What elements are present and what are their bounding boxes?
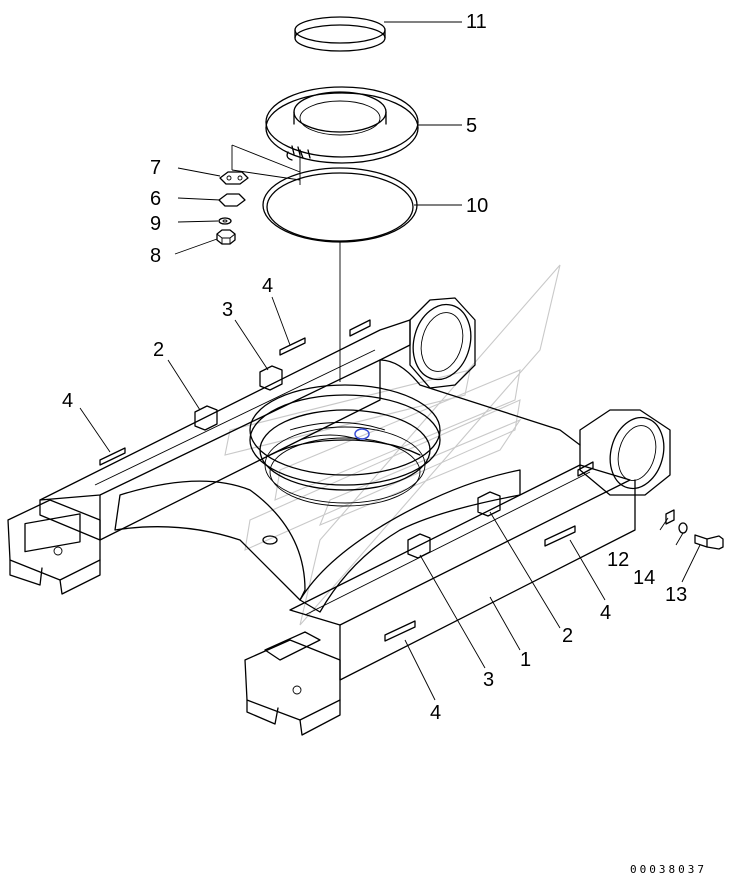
callout-4-bottom: 4 bbox=[430, 702, 441, 724]
callout-labels: 11 5 10 7 6 9 8 4 3 2 4 12 14 13 2 4 1 3… bbox=[62, 11, 687, 724]
leader-lines bbox=[79, 21, 701, 701]
callout-13: 13 bbox=[665, 584, 687, 606]
callout-12: 12 bbox=[607, 549, 629, 571]
washer-14 bbox=[678, 522, 688, 534]
callout-7: 7 bbox=[150, 157, 161, 179]
callout-10: 10 bbox=[466, 195, 488, 217]
callout-9: 9 bbox=[150, 213, 161, 235]
callout-4-left: 4 bbox=[62, 390, 73, 412]
callout-3-lower: 3 bbox=[483, 669, 494, 691]
callout-6: 6 bbox=[150, 188, 161, 210]
washer-9 bbox=[218, 217, 232, 225]
callout-8: 8 bbox=[150, 245, 161, 267]
o-ring-10 bbox=[262, 167, 418, 243]
callout-4-upper: 4 bbox=[262, 275, 273, 297]
shim-6 bbox=[218, 193, 246, 207]
cover-ring-5 bbox=[265, 86, 419, 164]
hardware-guide-lines bbox=[231, 144, 301, 185]
callout-2-lower: 2 bbox=[562, 625, 573, 647]
callout-11: 11 bbox=[466, 11, 487, 33]
callout-4-right: 4 bbox=[600, 602, 611, 624]
callout-2-upper: 2 bbox=[153, 339, 164, 361]
callout-5: 5 bbox=[466, 115, 477, 137]
plate-7 bbox=[219, 171, 249, 185]
callout-1: 1 bbox=[520, 649, 531, 671]
plate-12 bbox=[665, 509, 675, 525]
callout-3-upper: 3 bbox=[222, 299, 233, 321]
seal-ring-11 bbox=[294, 16, 386, 52]
drawing-id: 00038037 bbox=[630, 863, 707, 876]
bolt-13 bbox=[694, 534, 724, 550]
track-frame-1 bbox=[7, 297, 671, 736]
callout-14: 14 bbox=[633, 567, 655, 589]
nut-8 bbox=[216, 229, 236, 245]
